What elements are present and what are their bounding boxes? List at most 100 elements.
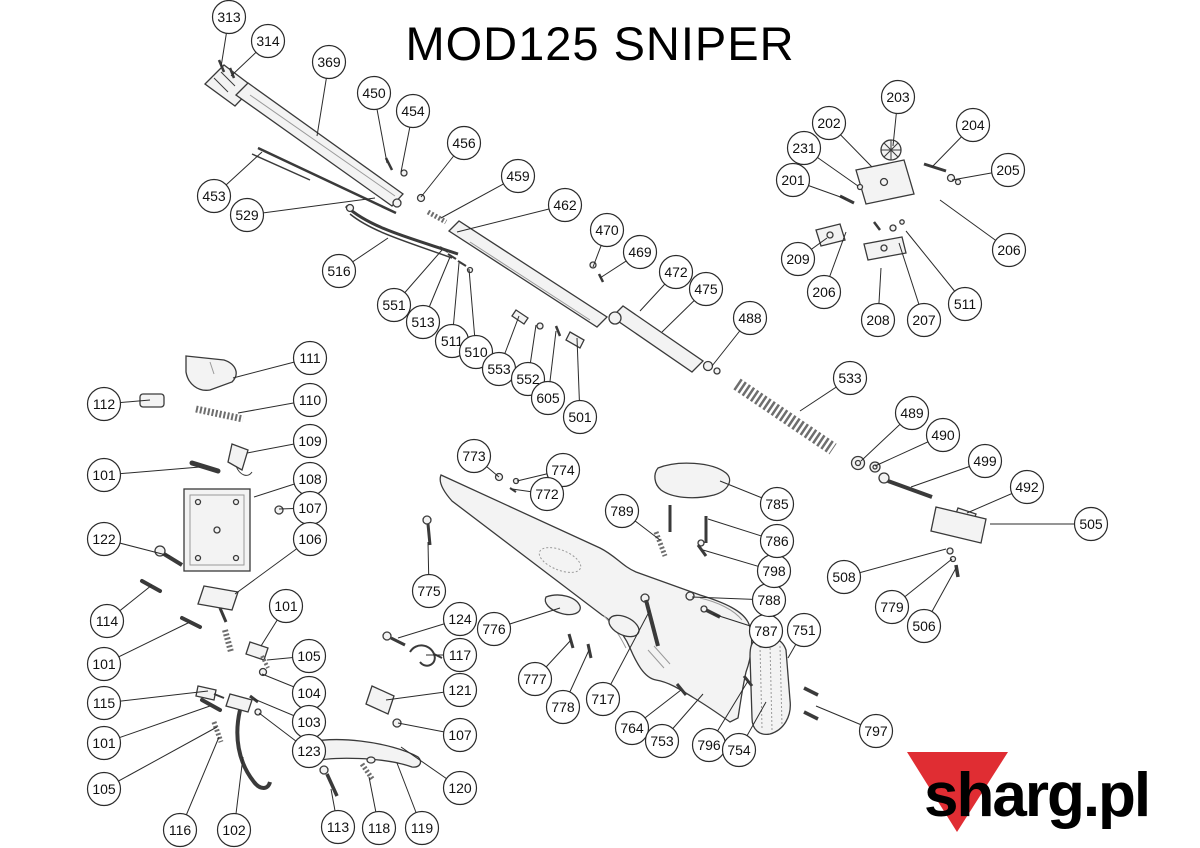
callout-label-789: 789 bbox=[610, 503, 634, 519]
callout-circle-489 bbox=[894, 395, 930, 431]
callout-circle-206 bbox=[806, 274, 842, 310]
callout-label-119: 119 bbox=[411, 820, 434, 836]
callout-475: 475 bbox=[688, 271, 724, 307]
callout-773: 773 bbox=[456, 438, 492, 474]
callout-circle-511 bbox=[947, 286, 983, 322]
callout-circle-764 bbox=[614, 710, 650, 746]
callout-label-772: 772 bbox=[535, 486, 559, 502]
callout-circle-102 bbox=[216, 812, 252, 848]
callout-label-104: 104 bbox=[297, 685, 321, 701]
callout-label-785: 785 bbox=[765, 496, 789, 512]
callout-208: 208 bbox=[860, 302, 896, 338]
callout-115: 115 bbox=[86, 685, 122, 721]
callout-789: 789 bbox=[604, 493, 640, 529]
callout-label-754: 754 bbox=[727, 742, 751, 758]
callout-circle-101 bbox=[268, 588, 304, 624]
callout-label-508: 508 bbox=[832, 569, 856, 585]
callout-450: 450 bbox=[356, 75, 392, 111]
callout-label-775: 775 bbox=[417, 583, 441, 599]
callout-label-207: 207 bbox=[912, 312, 936, 328]
callout-label-121: 121 bbox=[448, 682, 472, 698]
callout-label-501: 501 bbox=[568, 409, 592, 425]
callout-506: 506 bbox=[906, 608, 942, 644]
callout-205: 205 bbox=[990, 152, 1026, 188]
callout-786: 786 bbox=[759, 523, 795, 559]
callout-circle-313 bbox=[211, 0, 247, 35]
callout-label-510: 510 bbox=[464, 344, 488, 360]
callout-459: 459 bbox=[500, 158, 536, 194]
callout-label-110: 110 bbox=[299, 392, 322, 408]
callout-112: 112 bbox=[86, 386, 122, 422]
callout-circle-533 bbox=[832, 360, 868, 396]
callout-label-204: 204 bbox=[961, 117, 985, 133]
callout-circle-773 bbox=[456, 438, 492, 474]
logo-triangle-icon bbox=[907, 752, 1008, 832]
stock bbox=[439, 474, 753, 723]
callout-103: 103 bbox=[291, 704, 327, 740]
callout-circle-488 bbox=[732, 300, 768, 336]
callout-label-206: 206 bbox=[812, 284, 836, 300]
callout-circle-121 bbox=[442, 672, 478, 708]
callout-462: 462 bbox=[547, 187, 583, 223]
callout-117: 117 bbox=[442, 637, 478, 673]
callout-754: 754 bbox=[721, 732, 757, 768]
callout-circle-209 bbox=[780, 241, 816, 277]
callout-508: 508 bbox=[826, 559, 862, 595]
callout-circle-123 bbox=[291, 733, 327, 769]
callout-505: 505 bbox=[1073, 506, 1109, 542]
callout-circle-772 bbox=[529, 476, 565, 512]
callout-label-112: 112 bbox=[93, 396, 116, 412]
callout-106: 106 bbox=[292, 521, 328, 557]
callout-label-605: 605 bbox=[536, 390, 560, 406]
callout-label-798: 798 bbox=[762, 563, 786, 579]
callout-circle-119 bbox=[404, 810, 440, 846]
callout-circle-777 bbox=[517, 661, 553, 697]
callout-101: 101 bbox=[268, 588, 304, 624]
callout-label-101: 101 bbox=[92, 656, 116, 672]
callout-circle-717 bbox=[585, 681, 621, 717]
callout-circle-776 bbox=[476, 611, 512, 647]
callout-circle-751 bbox=[786, 612, 822, 648]
callout-101: 101 bbox=[86, 457, 122, 493]
callout-label-778: 778 bbox=[551, 699, 575, 715]
callout-label-797: 797 bbox=[864, 723, 888, 739]
callout-circle-106 bbox=[292, 521, 328, 557]
callout-label-369: 369 bbox=[317, 54, 341, 70]
callout-label-475: 475 bbox=[694, 281, 718, 297]
callout-109: 109 bbox=[292, 423, 328, 459]
callout-circle-490 bbox=[925, 417, 961, 453]
callout-label-470: 470 bbox=[595, 222, 619, 238]
callout-764: 764 bbox=[614, 710, 650, 746]
cocking-linkage bbox=[344, 157, 474, 274]
callout-717: 717 bbox=[585, 681, 621, 717]
callout-label-469: 469 bbox=[628, 244, 652, 260]
callout-circle-516 bbox=[321, 253, 357, 289]
callout-label-553: 553 bbox=[487, 361, 511, 377]
callout-circle-492 bbox=[1009, 469, 1045, 505]
leader-line-101 bbox=[103, 705, 211, 744]
callout-553: 553 bbox=[481, 351, 517, 387]
callout-231: 231 bbox=[786, 130, 822, 166]
callout-circle-779 bbox=[874, 589, 910, 625]
callout-circle-786 bbox=[759, 523, 795, 559]
callout-circle-450 bbox=[356, 75, 392, 111]
mainspring bbox=[733, 378, 837, 455]
callout-circle-475 bbox=[688, 271, 724, 307]
callout-label-102: 102 bbox=[222, 822, 246, 838]
rear-sight-assembly bbox=[815, 139, 962, 261]
callout-circle-459 bbox=[500, 158, 536, 194]
callout-label-114: 114 bbox=[96, 613, 119, 629]
callout-circle-115 bbox=[86, 685, 122, 721]
callout-circle-101 bbox=[86, 457, 122, 493]
callout-circle-505 bbox=[1073, 506, 1109, 542]
callout-circle-204 bbox=[955, 107, 991, 143]
callout-label-773: 773 bbox=[462, 448, 486, 464]
trigger-guard-assembly bbox=[301, 631, 443, 797]
callout-label-516: 516 bbox=[327, 263, 351, 279]
callout-label-777: 777 bbox=[523, 671, 547, 687]
callout-label-717: 717 bbox=[591, 691, 615, 707]
callout-circle-469 bbox=[622, 234, 658, 270]
callout-label-454: 454 bbox=[401, 103, 425, 119]
